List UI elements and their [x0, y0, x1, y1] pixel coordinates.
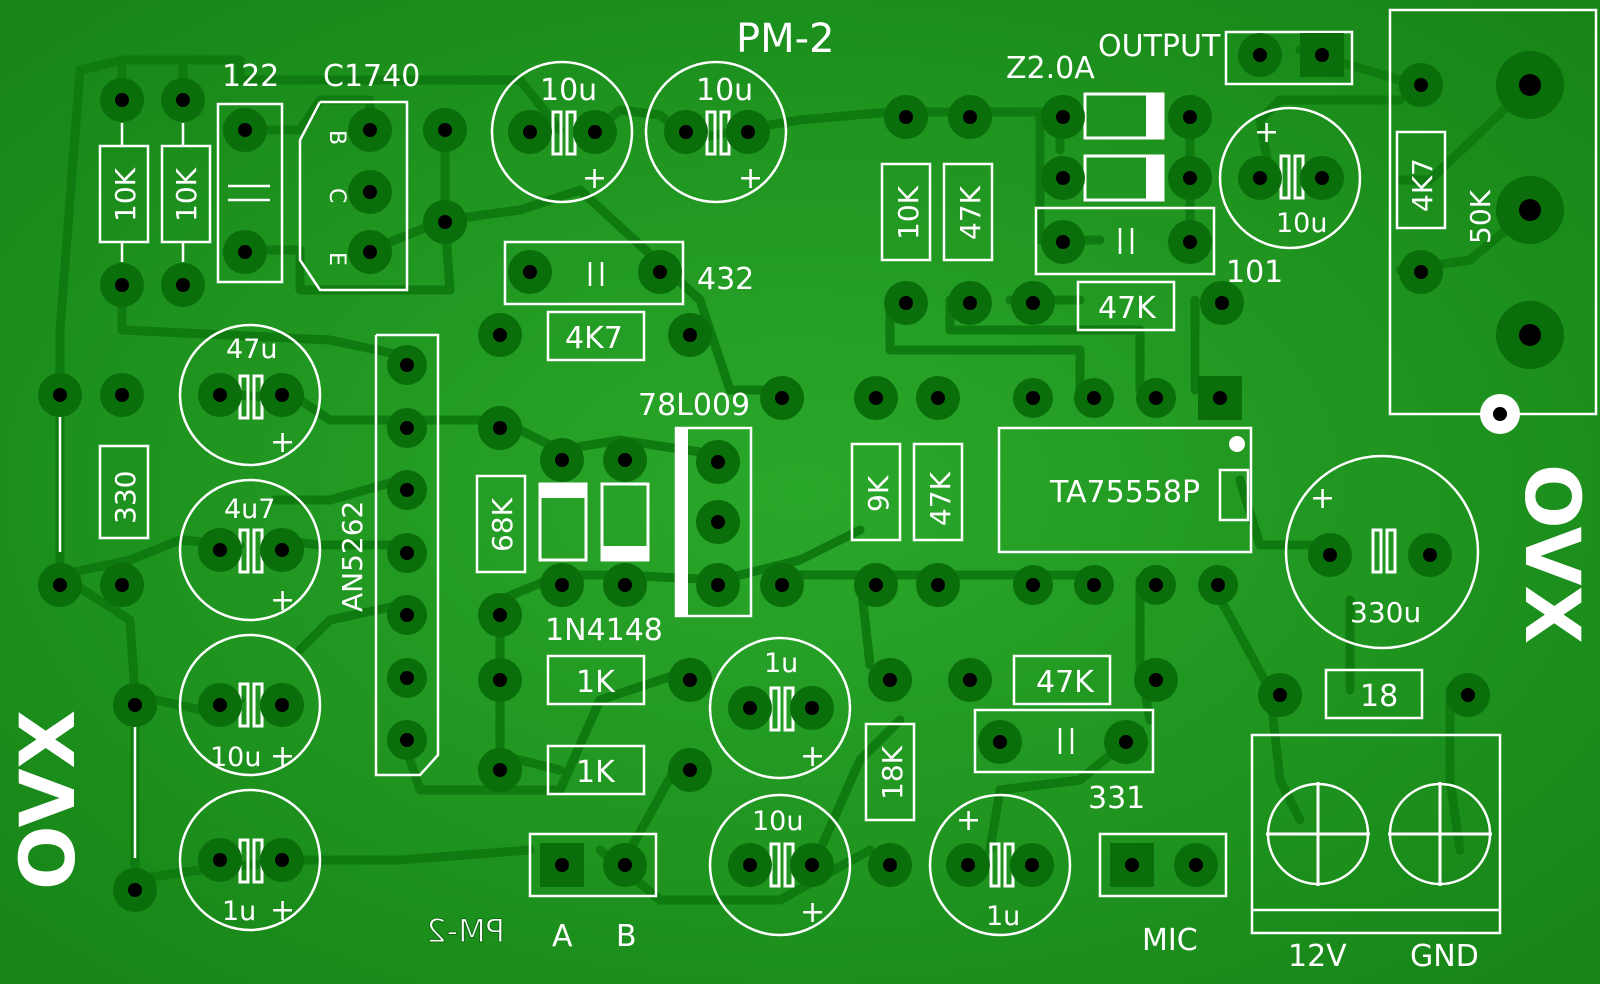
label-1n4148: 1N4148 — [545, 613, 663, 648]
label-47u: 47u — [226, 334, 277, 365]
label-47k-b: 47K — [924, 471, 957, 526]
label-gnd: GND — [1410, 939, 1479, 974]
label-330: 330 — [109, 471, 142, 524]
label-432: 432 — [697, 262, 754, 297]
label-10k-b: 10K — [170, 167, 203, 222]
label-c1740: C1740 — [323, 59, 420, 94]
label-a: A — [552, 919, 573, 954]
plus-1u-b: + — [800, 739, 825, 774]
label-mic: MIC — [1142, 923, 1198, 958]
label-ta75558p: TA75558P — [1049, 475, 1200, 510]
plus-47u: + — [270, 425, 295, 460]
filled-silk — [538, 92, 1245, 616]
label-1k-b: 1K — [576, 755, 616, 790]
label-output: OUTPUT — [1098, 29, 1221, 64]
label-z2-0a: Z2.0A — [1006, 51, 1095, 86]
label-10u-b: 10u — [696, 73, 753, 108]
label-4u7: 4u7 — [224, 494, 275, 525]
label-1u-b: 1u — [764, 648, 798, 679]
label-9k: 9K — [862, 475, 895, 512]
label-10u-a: 10u — [540, 73, 597, 108]
board-title: PM-2 — [736, 16, 835, 62]
plus-10u-d: + — [800, 895, 825, 930]
label-pin-c: C — [324, 188, 349, 203]
label-47k-a: 47K — [954, 185, 987, 240]
label-an5262: AN5262 — [336, 501, 369, 612]
label-50k: 50K — [1464, 189, 1497, 244]
plus-1u-a: + — [270, 893, 295, 928]
label-122: 122 — [222, 59, 279, 94]
plus-330u: + — [1310, 481, 1335, 516]
plus-10u-c: + — [270, 739, 295, 774]
label-101: 101 — [1226, 255, 1283, 290]
plus-1u-c: + — [956, 803, 981, 838]
label-331: 331 — [1088, 781, 1145, 816]
label-330u: 330u — [1350, 596, 1421, 629]
plus-10u-a: + — [582, 161, 607, 196]
label-b: B — [616, 919, 637, 954]
plus-10u-b: + — [738, 161, 763, 196]
label-18k: 18K — [876, 745, 909, 800]
label-10k-c: 10K — [892, 185, 925, 240]
label-10k-a: 10K — [109, 167, 142, 222]
rotated-labels: 10K 10K B C E 330 AN5262 68K 9K 47K 10K … — [109, 130, 1497, 800]
label-68k: 68K — [486, 497, 519, 552]
label-47k-d: 47K — [1036, 665, 1095, 700]
label-1u-a: 1u — [222, 896, 256, 927]
label-pin-e: E — [324, 252, 349, 266]
label-12v: 12V — [1288, 939, 1347, 974]
label-1k-a: 1K — [576, 665, 616, 700]
label-10u-d: 10u — [752, 806, 803, 837]
square-pads — [540, 33, 1344, 887]
mirrored-title: PM-2 — [426, 912, 505, 950]
plus-4u7: + — [270, 583, 295, 618]
plus-10u-e: + — [1254, 115, 1279, 150]
label-4k7-mid: 4K7 — [565, 321, 623, 356]
brand-left: OVX — [3, 710, 92, 890]
label-18: 18 — [1360, 679, 1398, 714]
component-labels: PM-2 122 C1740 10u 10u 432 4K7 47u 4u7 1… — [210, 16, 1479, 974]
label-4k7-right: 4K7 — [1406, 158, 1439, 212]
label-1u-c: 1u — [986, 901, 1020, 932]
label-47k-c: 47K — [1098, 291, 1157, 326]
label-10u-c: 10u — [210, 742, 261, 773]
label-78l009: 78L009 — [638, 388, 750, 423]
label-10u-e: 10u — [1276, 208, 1327, 239]
drill-holes — [53, 48, 1541, 897]
brand-right: OVX — [1508, 464, 1597, 644]
label-pin-b: B — [324, 130, 349, 145]
mounting-hole-centre — [1493, 407, 1507, 421]
